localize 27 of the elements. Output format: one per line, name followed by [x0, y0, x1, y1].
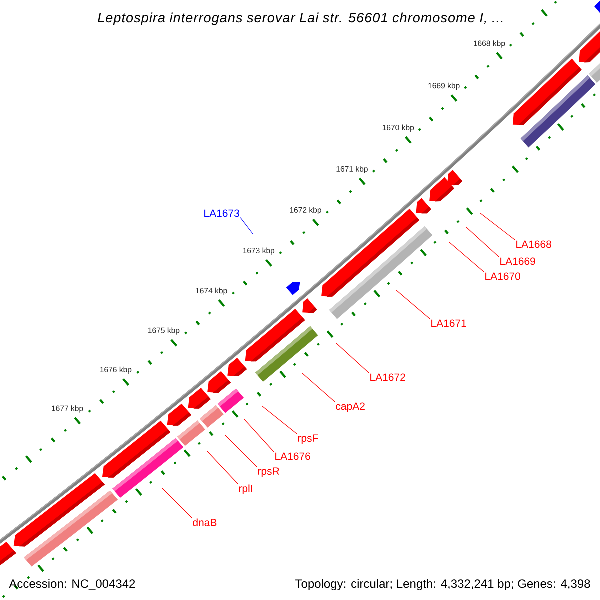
gene-label: rpsF — [298, 434, 318, 444]
leader-line — [162, 488, 192, 518]
gene-label: LA1670 — [486, 272, 520, 280]
gene-label: LA1669 — [500, 258, 536, 266]
leader-line — [244, 418, 274, 452]
gene-label: LA1673 — [204, 210, 240, 218]
leader-line — [396, 290, 430, 320]
gene-label: LA1668 — [516, 240, 552, 248]
leader-line — [336, 342, 370, 374]
gene-label: LA1676 — [276, 452, 310, 460]
gene-label: LA1672 — [370, 374, 406, 382]
leader-line — [448, 242, 484, 272]
gene-label: rplI — [239, 484, 252, 494]
leader-line — [480, 212, 516, 240]
leader-line — [302, 372, 336, 402]
gene-label: capA2 — [336, 402, 365, 412]
leader-line — [262, 406, 298, 434]
map-title: Leptospira interrogans serovar Lai str. 56601 chromosome I, ... — [98, 12, 503, 26]
leader-line — [224, 434, 258, 468]
gene-label: dnaB — [193, 518, 217, 526]
info-text: Accession: NC_004342 — [9, 579, 136, 590]
leader-line — [206, 450, 238, 484]
info-text: Topology: circular; Length: 4,332,241 bp; Genes: 4,398 — [296, 579, 590, 590]
leader-line — [240, 218, 254, 234]
gene-label: rpsR — [258, 468, 280, 478]
leader-line — [466, 226, 500, 258]
gene-label: LA1671 — [432, 320, 466, 328]
